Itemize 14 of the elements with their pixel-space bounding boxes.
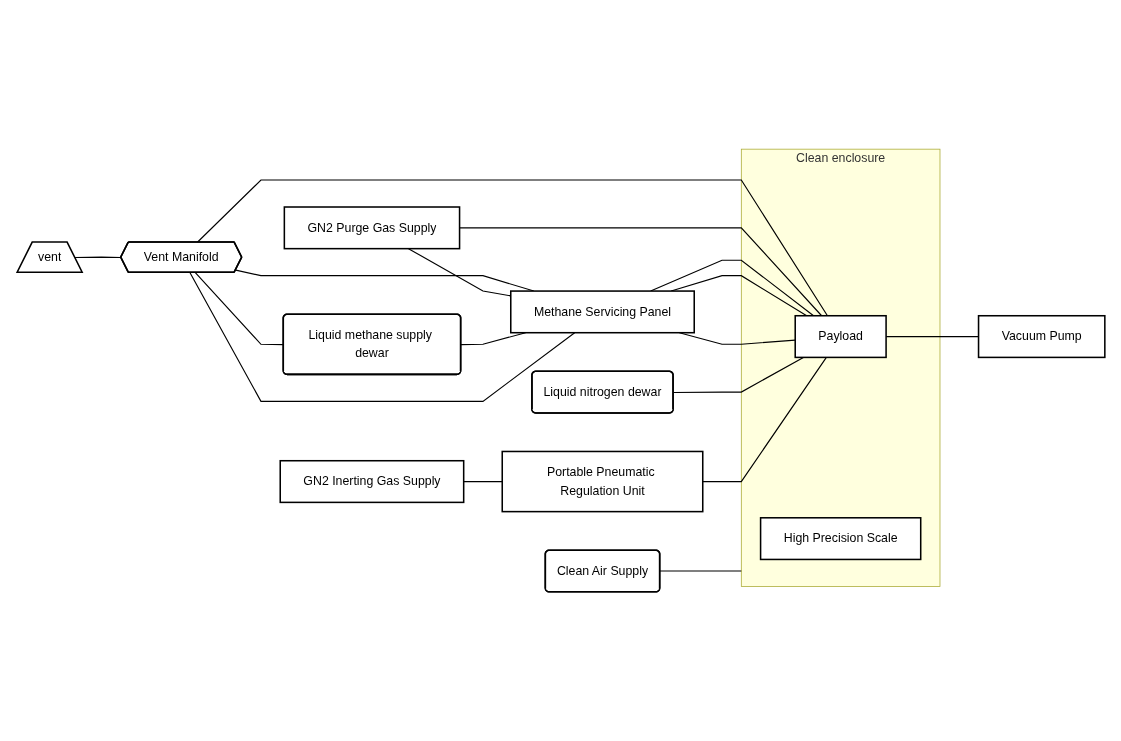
node-box: Vacuum Pump (977, 315, 1106, 359)
node-box: GN2 Purge Gas Supply (283, 206, 460, 250)
node-box: Methane Servicing Panel (509, 290, 695, 334)
connector (672, 356, 804, 394)
connector (234, 269, 534, 292)
node-box: GN2 Inerting Gas Supply (278, 459, 464, 504)
node-box: High Precision Scale (759, 517, 921, 561)
connector (196, 179, 828, 317)
connector (407, 248, 511, 297)
connector (188, 272, 575, 402)
connector (885, 336, 979, 338)
connector (73, 256, 122, 259)
node-box: Portable Pneumatic Regulation Unit (500, 450, 703, 513)
node-box: Payload (793, 315, 887, 359)
